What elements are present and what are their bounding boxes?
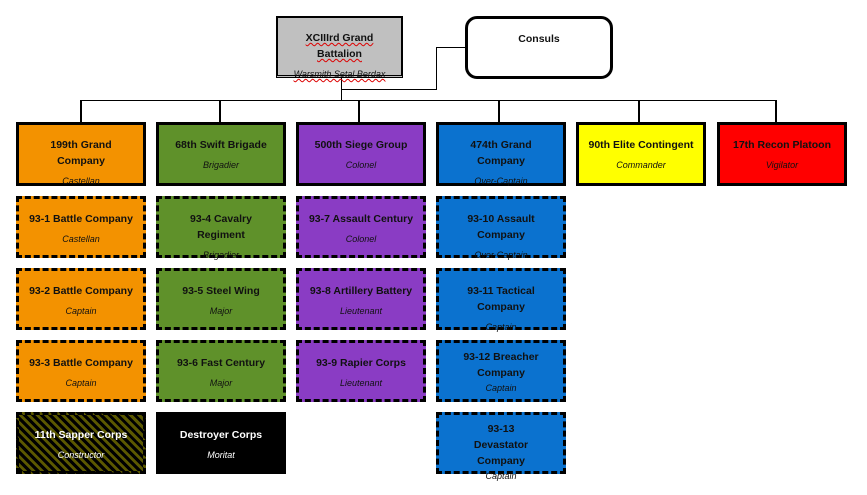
unit-rank: Lieutenant [339, 378, 383, 388]
unit-rank: Commander [616, 160, 666, 170]
unit-rank: Moritat [207, 450, 235, 460]
unit-rank: Captain [65, 306, 97, 316]
consuls-title: Consuls [518, 33, 560, 45]
unit-title: Destroyer Corps [179, 429, 263, 441]
unit-rank: Vigilator [765, 160, 799, 170]
unit-title: 93-3 Battle Company [29, 357, 133, 369]
unit-rank: Brigadier [202, 250, 240, 260]
unit-title: 93-4 Cavalry Regiment [190, 213, 252, 241]
unit-title: 93-6 Fast Century [176, 357, 266, 369]
unit-title: 93-10 Assault Company [467, 213, 535, 241]
connector-drop-2 [358, 100, 360, 123]
unit-title: 93-1 Battle Company [29, 213, 133, 225]
connector-consuls-horizontal-low [341, 89, 437, 90]
unit-title: 17th Recon Platoon [732, 139, 831, 151]
battalion-box[interactable]: XCIIIrd Grand Battalion Warsmith Setal B… [276, 16, 403, 79]
unit-rank: Major [209, 378, 233, 388]
connector-drop-1 [219, 100, 221, 123]
unit-title: 93-12 Breacher Company [463, 351, 539, 379]
unit-title: 93-2 Battle Company [29, 285, 133, 297]
unit-title: 93-7 Assault Century [308, 213, 414, 225]
unit-rank: Over-Captain [474, 250, 528, 260]
unit-rank: Captain [65, 378, 97, 388]
battalion-commander: Warsmith Setal Berdax [293, 69, 386, 79]
consuls-box[interactable]: Consuls [465, 16, 613, 79]
unit-title: 11th Sapper Corps [34, 429, 128, 441]
connector-consuls-vertical [436, 47, 437, 90]
connector-drop-4 [638, 100, 640, 123]
connector-consuls-horizontal-high [436, 47, 466, 48]
unit-title: 93-9 Rapier Corps [316, 357, 406, 369]
unit-title: 199th Grand Company [50, 139, 112, 167]
unit-rank: Major [209, 306, 233, 316]
unit-rank: Brigadier [202, 160, 240, 170]
unit-rank: Colonel [345, 234, 377, 244]
connector-drop-5 [775, 100, 777, 123]
unit-title: 68th Swift Brigade [175, 139, 267, 151]
unit-rank: Castellan [62, 176, 100, 186]
connector-drop-0 [80, 100, 82, 123]
unit-title: 474th Grand Company [470, 139, 532, 167]
unit-rank: Castellan [62, 234, 100, 244]
unit-rank: Colonel [345, 160, 377, 170]
unit-rank: Over-Captain [474, 176, 528, 186]
unit-title: 93-11 Tactical Company [467, 285, 535, 313]
unit-title: 90th Elite Contingent [588, 139, 694, 151]
unit-rank: Constructor [57, 450, 105, 460]
unit-rank: Captain [485, 322, 517, 332]
unit-rank: Captain [485, 383, 517, 393]
unit-rank: Captain [485, 471, 517, 481]
unit-title: 93-5 Steel Wing [182, 285, 260, 297]
unit-title: 93-8 Artillery Battery [309, 285, 413, 297]
unit-rank: Lieutenant [339, 306, 383, 316]
unit-title: 93-13 Devastator Company [473, 423, 529, 467]
connector-main-horizontal [80, 100, 776, 101]
battalion-title: XCIIIrd Grand Battalion [305, 32, 374, 60]
connector-drop-3 [498, 100, 500, 123]
unit-title: 500th Siege Group [314, 139, 408, 151]
